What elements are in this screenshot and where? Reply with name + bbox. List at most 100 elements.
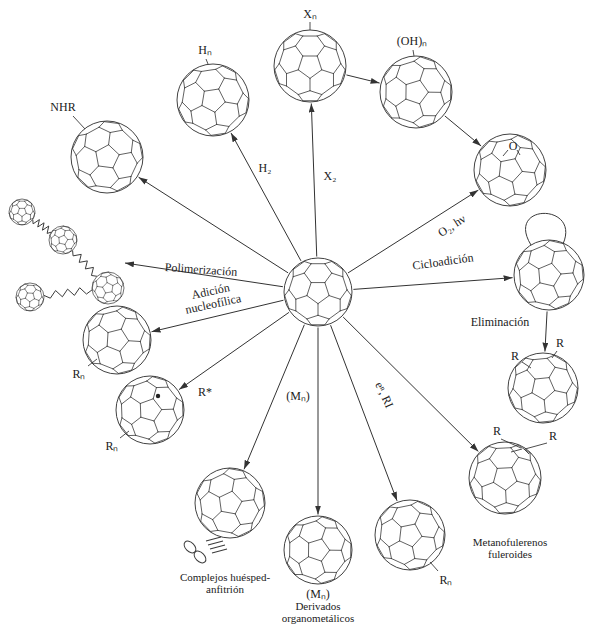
substituent-label: R (556, 337, 564, 349)
fullerene (274, 30, 346, 102)
reaction-arrow (311, 103, 316, 256)
fullerene-decoration (430, 562, 438, 571)
reaction-arrow (346, 75, 379, 83)
fullerene-cage (285, 261, 352, 324)
fullerene-cage (470, 445, 540, 513)
fullerene (83, 306, 151, 374)
fullerene-decoration (526, 213, 566, 245)
substituent-bond (552, 351, 557, 358)
fullerene-cage (119, 377, 183, 444)
guest-loop (182, 539, 198, 555)
substituent-bond (503, 150, 508, 156)
fullerene-outline (177, 64, 249, 136)
reaction-arrow (445, 116, 481, 146)
fullerene-cage (509, 355, 577, 422)
fullerene-outline (514, 240, 584, 310)
fullerene-outline (274, 30, 346, 102)
reagent-label: Adición nucleofílica (170, 277, 254, 319)
substituent-bond (511, 449, 522, 452)
substituent-label: R (511, 350, 519, 362)
substituent-label: (Mₙ) (306, 588, 330, 600)
reagent-label: (Mₙ) (286, 390, 310, 403)
fullerene (474, 134, 546, 206)
fullerene (375, 500, 445, 570)
substituent-bond (525, 443, 547, 449)
fullerene-decoration (206, 59, 208, 64)
fullerene-cage (275, 34, 345, 101)
reaction-arrow (348, 190, 478, 273)
reaction-arrow (343, 317, 478, 452)
fullerene-decoration (501, 439, 547, 454)
fullerene-cage (516, 241, 583, 309)
node-shape (508, 353, 578, 423)
reagent-label: Cicloadición (412, 251, 475, 272)
fullerene-cage (73, 122, 143, 191)
fullerene-outline (469, 442, 541, 514)
fullerene-outline (49, 226, 77, 254)
fullerene-node: Rₙ (83, 306, 151, 374)
fullerene-cage (50, 226, 77, 253)
fullerene (195, 468, 265, 538)
fullerene-cage (92, 272, 123, 303)
fullerene-outline (380, 56, 452, 128)
fullerene-cage (179, 66, 249, 136)
cycloadduct-ring (526, 213, 566, 245)
fullerene (71, 121, 143, 193)
node-shape (116, 376, 184, 444)
guest-stack (212, 549, 227, 553)
fullerene-decoration (310, 22, 311, 30)
fullerene (380, 56, 452, 128)
substituent-label: R (493, 425, 501, 437)
fullerene-node: Rₙ (116, 376, 184, 444)
node-shape (195, 468, 265, 538)
fullerene-decoration (120, 394, 160, 438)
reaction-arrow (331, 325, 398, 501)
fullerene-outline (16, 283, 44, 311)
node-shape (375, 500, 445, 570)
node-shape (469, 442, 541, 514)
fullerene-node (284, 258, 352, 326)
node-shape (177, 64, 249, 136)
fullerene-node: Xₙ (274, 30, 346, 102)
fullerene-node: (Mₙ)Derivados organometálicos (284, 516, 352, 584)
reaction-arrow (353, 278, 512, 290)
reagent-label: Polimerización (164, 261, 237, 279)
fullerene-decoration (413, 50, 414, 56)
fullerene (284, 516, 352, 584)
fullerene-outline (474, 134, 546, 206)
substituent-label: Hₙ (198, 44, 212, 56)
substituent-bond (522, 362, 531, 368)
small-fullerene (92, 272, 124, 304)
node-shape (71, 121, 143, 193)
node-caption: Metanofulerenos fuleroides (455, 536, 565, 560)
polymer-chain (5, 195, 125, 313)
substituent-bond (524, 449, 529, 454)
node-shape (274, 30, 346, 102)
fullerene-outline (116, 376, 184, 444)
fullerene-node: RRMetanofulerenos fuleroides (469, 442, 541, 514)
reaction-arrow (179, 312, 289, 389)
substituent-bond (430, 562, 438, 571)
fullerene (116, 376, 184, 444)
reagent-label: H₂ (259, 162, 272, 175)
fullerene-cage (16, 284, 43, 311)
node-shape (5, 195, 125, 313)
node-caption: Derivados organometálicos (263, 600, 373, 624)
fullerene-outline (83, 306, 151, 374)
fullerene-node: NHR (71, 121, 143, 193)
substituent-bond (88, 359, 97, 366)
substituent-bond (501, 439, 521, 448)
node-shape (284, 258, 352, 326)
fullerene-cage (383, 57, 450, 127)
node-shape (514, 240, 584, 310)
radical-dot (156, 394, 160, 398)
node-shape (380, 56, 452, 128)
fullerene-node (514, 240, 584, 310)
fullerene-cage (377, 501, 444, 569)
fullerene (514, 240, 584, 310)
substituent-bond (206, 59, 208, 64)
fullerene-decoration (88, 359, 97, 366)
fullerene-outline (71, 121, 143, 193)
fullerene-decoration (182, 537, 227, 565)
